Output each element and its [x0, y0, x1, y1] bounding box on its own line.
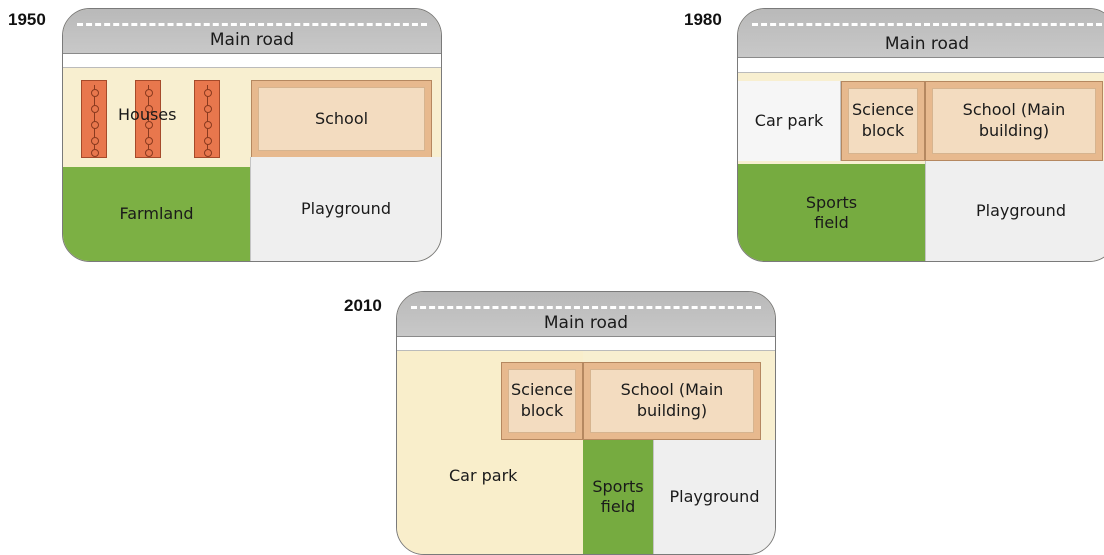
- main-road: Main road: [397, 292, 775, 337]
- pavement-strip: [738, 58, 1104, 73]
- house: [81, 80, 107, 158]
- science-block-building: Science block: [501, 362, 583, 440]
- car-park: Car park: [738, 81, 841, 161]
- sports-field: Sports field: [583, 440, 653, 554]
- school-label: School (Main building): [962, 100, 1066, 140]
- main-road-label: Main road: [543, 313, 629, 333]
- school-main-building: School (Main building): [583, 362, 761, 440]
- map-2010: Main road Car park Science block School …: [396, 291, 776, 555]
- road-lane-marking: [411, 306, 761, 309]
- playground: Playground: [653, 440, 775, 554]
- science-block-label: Science block: [851, 100, 915, 140]
- school-label: School (Main building): [620, 380, 724, 420]
- school-building: School: [251, 80, 432, 158]
- pavement-strip: [63, 54, 441, 68]
- house: [135, 80, 161, 158]
- science-block-label: Science block: [510, 380, 574, 420]
- playground: Playground: [250, 157, 441, 261]
- year-label-1980: 1980: [684, 10, 722, 29]
- main-road-label: Main road: [884, 34, 970, 54]
- house: [194, 80, 220, 158]
- road-lane-marking: [77, 23, 427, 26]
- school-main-building: School (Main building): [925, 81, 1103, 161]
- science-block-building: Science block: [841, 81, 925, 161]
- playground: Playground: [925, 161, 1104, 261]
- sports-field: Sports field: [738, 164, 925, 261]
- road-lane-marking: [752, 23, 1102, 26]
- main-road-label: Main road: [209, 30, 295, 50]
- farmland: Farmland: [63, 167, 250, 261]
- houses-label: Houses: [118, 105, 177, 124]
- year-label-2010: 2010: [344, 296, 382, 315]
- car-park-label: Car park: [449, 466, 518, 485]
- main-road: Main road: [63, 9, 441, 54]
- pavement-strip: [397, 337, 775, 351]
- main-road: Main road: [738, 9, 1104, 58]
- year-label-1950: 1950: [8, 10, 46, 29]
- school-label: School: [314, 108, 369, 128]
- map-1980: Main road Car park Science block School …: [737, 8, 1104, 262]
- map-1950: Main road Houses School Farmland Playgro…: [62, 8, 442, 262]
